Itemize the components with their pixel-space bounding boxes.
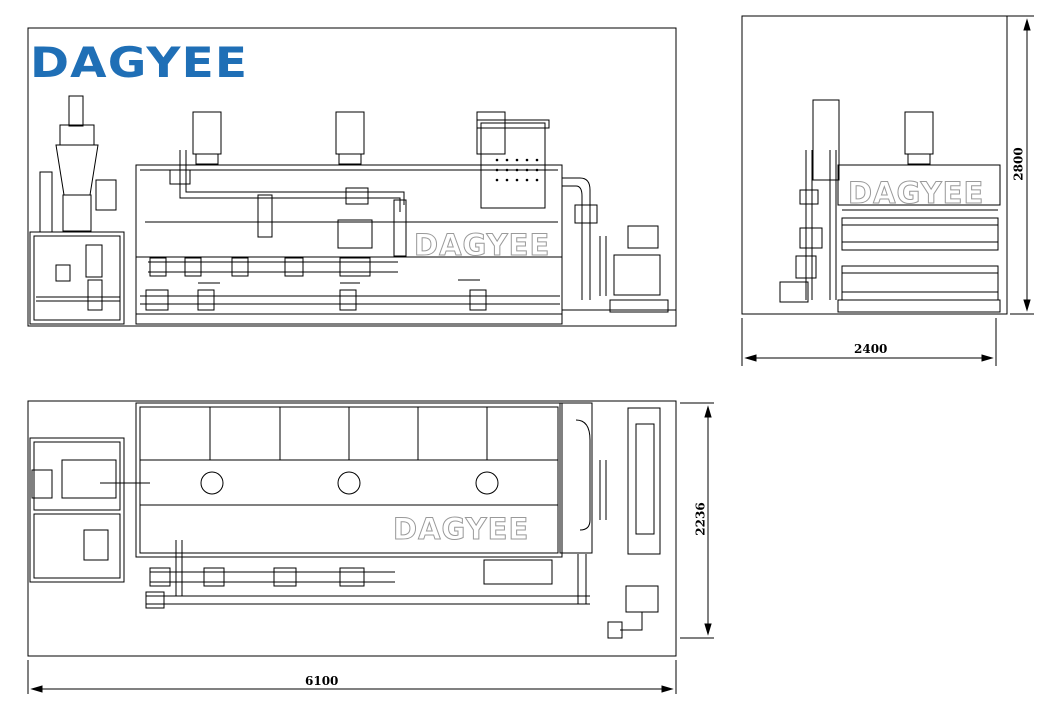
agitator-top-2: [337, 471, 361, 495]
dimension-top-depth: 2236: [693, 502, 708, 536]
left-cabinet: [29, 231, 125, 325]
top-view-frame: [27, 400, 677, 657]
dimension-side-height: 2800: [1011, 147, 1026, 181]
top-tank: [135, 402, 563, 558]
side-agitator-motor: [904, 111, 934, 155]
pump-top: [635, 423, 655, 535]
top-view: [27, 400, 677, 657]
brand-logo: DAGYEE: [30, 38, 249, 87]
dosing-pump: [613, 254, 661, 296]
watermark-top: DAGYEE: [392, 512, 530, 547]
agitator-motor-3: [476, 111, 506, 155]
side-view-frame: [741, 15, 1008, 315]
flowmeter: [337, 219, 373, 249]
agitator-motor-2: [335, 111, 365, 155]
agitator-motor-1: [192, 111, 222, 155]
dimension-overall-length: 6100: [305, 674, 339, 688]
control-box: [480, 122, 546, 209]
agitator-top-1: [200, 471, 224, 495]
front-view: [27, 27, 677, 327]
dimension-lines: [27, 15, 1034, 694]
front-view-frame: [27, 27, 677, 327]
watermark-front: DAGYEE: [413, 228, 551, 263]
agitator-top-3: [475, 471, 499, 495]
control-box-top: [483, 559, 553, 585]
side-tank: [837, 164, 1001, 206]
dimension-side-width: 2400: [854, 342, 888, 356]
side-view: [741, 15, 1008, 315]
watermark-side: DAGYEE: [847, 176, 985, 211]
cyclone-hopper: [55, 144, 99, 196]
vent-dots: [495, 158, 539, 182]
small-pump: [85, 244, 103, 278]
mixer-motor: [68, 95, 84, 127]
